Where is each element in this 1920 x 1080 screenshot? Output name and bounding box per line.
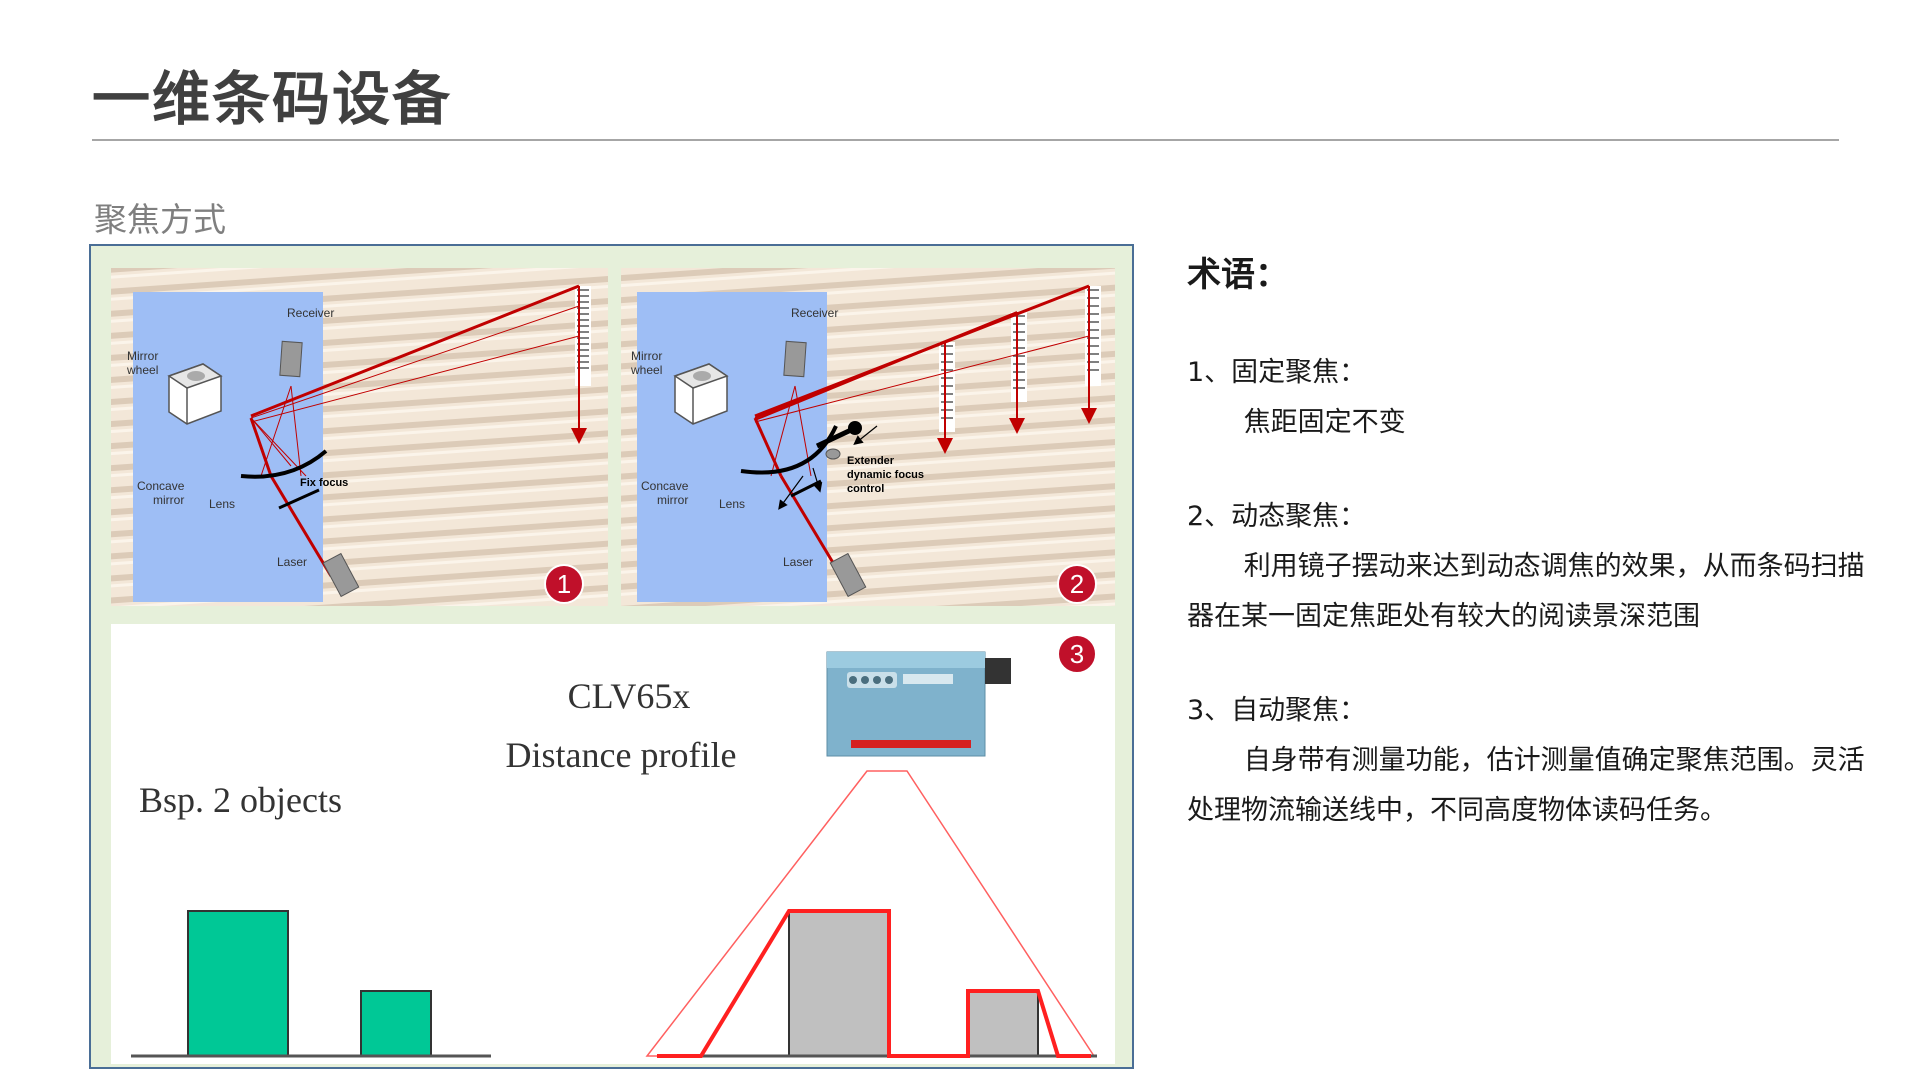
diagram-dynamic-focus: Receiver Mirror wheel Concave mirror Len… [621, 268, 1115, 606]
laser-component [829, 552, 867, 598]
section-subtitle: 聚焦方式 [94, 200, 226, 239]
mirror-wheel-component [673, 363, 729, 425]
laser-beams [249, 284, 587, 577]
page-title: 一维条码设备 [92, 65, 453, 133]
focus-diagram: Receiver Mirror wheel Concave mirror Len… [111, 268, 1115, 1064]
term-description: 利用镜子摆动来达到动态调焦的效果，从而条码扫描器在某一固定焦距处有较大的阅读景深… [1187, 551, 1865, 632]
clv65x-scanner [826, 651, 1011, 757]
label-concave: Concave [137, 479, 185, 493]
label-receiver: Receiver [791, 306, 838, 320]
distance-profile-line [657, 909, 1091, 1058]
badge-2 [1057, 564, 1097, 604]
label-control: control [847, 483, 884, 495]
badge-3-number: 3 [1070, 639, 1084, 669]
dynamic-focus-actuator [815, 421, 878, 460]
focus-diagram-panel: Receiver Mirror wheel Concave mirror Len… [89, 244, 1134, 1069]
label-laser: Laser [783, 555, 813, 569]
term-description: 焦距固定不变 [1243, 407, 1406, 438]
lens-component [278, 488, 320, 510]
label-receiver: Receiver [287, 306, 334, 320]
label-lens: Lens [209, 497, 235, 511]
label-mirror: Mirror [127, 349, 158, 363]
label-concave: Concave [641, 479, 689, 493]
term-dynamic-focus: 2、动态聚焦： 利用镜子摆动来达到动态调焦的效果，从而条码扫描器在某一固定焦距处… [1187, 492, 1867, 642]
mirror-wheel-component [167, 363, 223, 425]
badge-2-number: 2 [1070, 569, 1084, 599]
object-small-green [360, 990, 432, 1057]
term-title: 2、动态聚焦： [1187, 501, 1367, 532]
object-large-gray [788, 910, 890, 1057]
label-laser: Laser [277, 555, 307, 569]
diagram-auto-focus: CLV65x Distance profile Bsp. 2 objects [111, 624, 1115, 1064]
laser-beams [753, 284, 1097, 577]
label-extender: Extender [847, 455, 895, 467]
label-wheel: wheel [630, 363, 662, 377]
laser-component [322, 552, 360, 598]
device-name: CLV65x [568, 676, 691, 716]
term-description: 自身带有测量功能，估计测量值确定聚焦范围。灵活处理物流输送线中，不同高度物体读码… [1187, 745, 1865, 826]
distance-profile-label: Distance profile [506, 735, 737, 775]
objects-label: Bsp. 2 objects [139, 780, 342, 820]
terminology-section: 术语： 1、固定聚焦： 焦距固定不变 2、动态聚焦： 利用镜子摆动来达到动态调焦… [1187, 252, 1867, 836]
mirror-motion-arrow [778, 475, 804, 510]
badge-1-number: 1 [557, 569, 571, 599]
receiver-component [783, 340, 807, 378]
label-concave-mirror: mirror [657, 493, 688, 507]
concave-mirror-component [240, 449, 328, 479]
badge-3 [1057, 634, 1097, 674]
object-small-gray [967, 990, 1039, 1057]
badge-1 [544, 564, 584, 604]
label-dynamic-focus: dynamic focus [847, 469, 924, 481]
term-title: 3、自动聚焦： [1187, 695, 1367, 726]
object-large-green [187, 910, 289, 1057]
term-fixed-focus: 1、固定聚焦： 焦距固定不变 [1187, 348, 1867, 448]
lens-motion-arrow [812, 467, 823, 493]
diagram-fixed-focus: Receiver Mirror wheel Concave mirror Len… [111, 268, 608, 606]
title-divider [92, 139, 1839, 141]
term-auto-focus: 3、自动聚焦： 自身带有测量功能，估计测量值确定聚焦范围。灵活处理物流输送线中，… [1187, 686, 1867, 836]
label-lens: Lens [719, 497, 745, 511]
term-title: 1、固定聚焦： [1187, 357, 1367, 388]
terms-heading: 术语： [1187, 255, 1289, 295]
label-wheel: wheel [126, 363, 158, 377]
receiver-component [279, 340, 303, 378]
label-mirror: Mirror [631, 349, 662, 363]
label-fix-focus: Fix focus [300, 477, 348, 489]
label-concave-mirror: mirror [153, 493, 184, 507]
